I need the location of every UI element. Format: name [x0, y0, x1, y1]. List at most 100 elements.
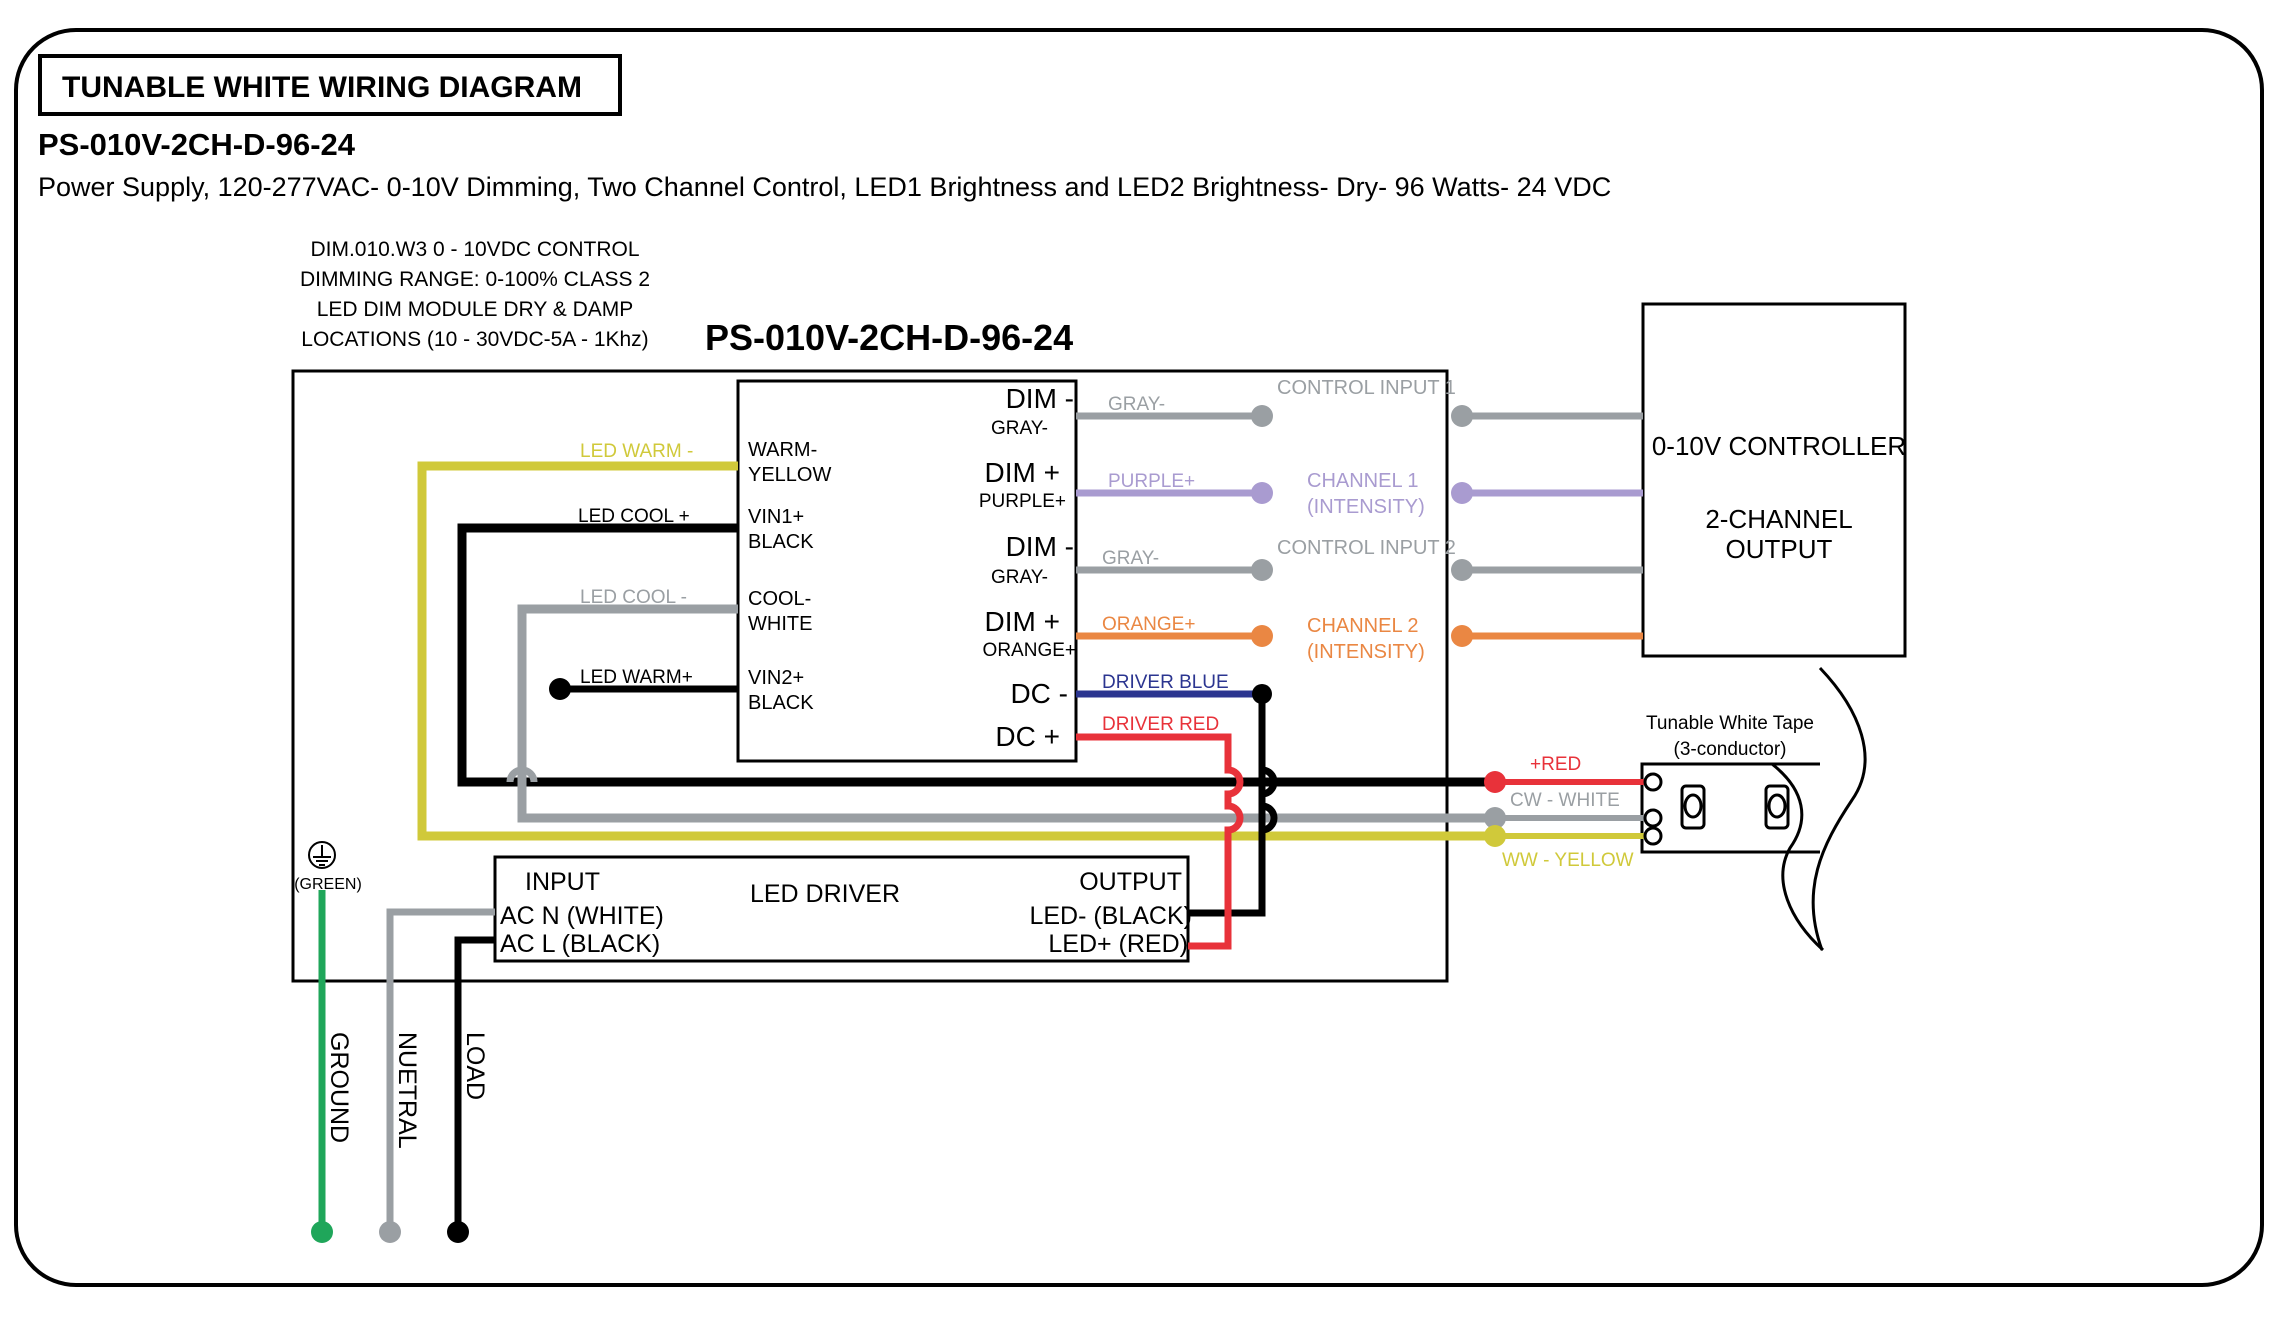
driver-output-title: OUTPUT — [1079, 868, 1182, 896]
terminal-dim2-plus: DIM + — [985, 606, 1060, 637]
led-chip-icon — [1767, 793, 1787, 819]
tape-lead-labels: +RED CW - WHITE WW - YELLOW — [1502, 754, 1634, 871]
terminal-dot — [379, 1221, 401, 1243]
terminal-dot — [1252, 684, 1272, 704]
terminal-dot — [1251, 405, 1273, 427]
terminal-dot — [1451, 482, 1473, 504]
label-channel1-intensity: (INTENSITY) — [1307, 496, 1425, 518]
module-note: DIM.010.W3 0 - 10VDC CONTROL DIMMING RAN… — [300, 238, 650, 351]
terminal-dim1-plus: DIM + — [985, 457, 1060, 488]
label-channel2: CHANNEL 2 — [1307, 615, 1419, 637]
terminal-dot — [1451, 625, 1473, 647]
terminal-dot — [1251, 559, 1273, 581]
controller-title: 0-10V CONTROLLER — [1652, 431, 1906, 461]
driver-input-title: INPUT — [525, 868, 600, 896]
terminal-vin1-color: BLACK — [748, 531, 814, 553]
terminal-dim1-minus-color: GRAY- — [991, 418, 1048, 439]
diagram-title: TUNABLE WHITE WIRING DIAGRAM — [62, 71, 582, 104]
label-tape-red: +RED — [1530, 754, 1581, 775]
driver-input-l: AC L (BLACK) — [500, 930, 660, 958]
controller-output-line1: 2-CHANNEL — [1705, 504, 1852, 534]
wire-black-hops — [1261, 766, 1278, 834]
label-led-cool-plus: LED COOL + — [578, 506, 690, 527]
tape-title: Tunable White Tape — [1646, 713, 1814, 734]
terminal-warm-label: WARM- — [748, 439, 817, 461]
tape-cut-edge-left — [1811, 666, 1867, 951]
label-led-warm-minus: LED WARM - — [580, 441, 693, 462]
driver-output-negative: LED- (BLACK) — [1029, 902, 1192, 930]
enclosure-title: PS-010V-2CH-D-96-24 — [705, 317, 1073, 358]
label-led-cool-minus: LED COOL - — [580, 587, 687, 608]
driver-center-title: LED DRIVER — [750, 880, 900, 908]
terminal-dot — [1484, 771, 1506, 793]
led-chip-icon — [1683, 793, 1703, 819]
terminal-dim1-minus: DIM - — [1006, 383, 1074, 414]
controller-text: 0-10V CONTROLLER 2-CHANNEL OUTPUT — [1652, 431, 1906, 564]
terminal-warm-color: YELLOW — [748, 464, 831, 486]
outer-frame — [14, 28, 2264, 1287]
terminal-dim2-minus: DIM - — [1006, 531, 1074, 562]
control-labels: CONTROL INPUT 1 CHANNEL 1 (INTENSITY) CO… — [1277, 377, 1456, 663]
module-note-line: LED DIM MODULE DRY & DAMP — [317, 298, 634, 321]
terminal-dot — [311, 1221, 333, 1243]
label-ground: GROUND — [325, 1032, 353, 1143]
led-chip-icon — [1680, 784, 1706, 830]
wire-gray-cool — [517, 604, 1495, 823]
terminal-dim1-plus-color: PURPLE+ — [979, 491, 1066, 512]
terminal-dot — [1451, 405, 1473, 427]
label-tape-white: CW - WHITE — [1510, 790, 1620, 811]
terminal-cool-label: COOL- — [748, 588, 811, 610]
tape-pad — [1643, 826, 1663, 846]
tape-body — [1640, 762, 1820, 854]
label-control-input-1: CONTROL INPUT 1 — [1277, 377, 1456, 399]
ground-color-label: (GREEN) — [294, 876, 362, 893]
label-gray2: GRAY- — [1102, 548, 1159, 569]
wire-labels: LED WARM - LED COOL + LED COOL - LED WAR… — [578, 394, 1229, 735]
label-control-input-2: CONTROL INPUT 2 — [1277, 537, 1456, 559]
wire-black-load — [454, 936, 495, 1232]
module-note-line: LOCATIONS (10 - 30VDC-5A - 1Khz) — [301, 328, 648, 351]
terminal-dot — [549, 678, 571, 700]
wire-black-vin1 — [457, 523, 1495, 787]
module-note-line: DIM.010.W3 0 - 10VDC CONTROL — [310, 238, 639, 261]
wire-red-dc-plus — [1076, 733, 1244, 950]
wire-gray-hop — [506, 766, 538, 783]
enclosure-box — [291, 369, 1449, 983]
mains-labels: GROUND NUETRAL LOAD — [325, 1032, 489, 1149]
title-box — [38, 54, 622, 116]
model-description: Power Supply, 120-277VAC- 0-10V Dimming,… — [38, 172, 1611, 202]
terminal-vin2-color: BLACK — [748, 692, 814, 714]
terminal-dot — [1251, 482, 1273, 504]
label-channel1: CHANNEL 1 — [1307, 470, 1419, 492]
wire-yellow-warm — [417, 461, 1495, 841]
label-gray1: GRAY- — [1108, 394, 1165, 415]
terminal-dc-plus: DC + — [995, 721, 1060, 752]
terminal-dot — [1451, 559, 1473, 581]
terminal-dim2-minus-color: GRAY- — [991, 567, 1048, 588]
label-purple: PURPLE+ — [1108, 471, 1195, 492]
tape-pad — [1643, 772, 1663, 792]
ground-symbol-icon — [308, 841, 336, 869]
label-orange: ORANGE+ — [1102, 614, 1195, 635]
terminal-dim2-plus-color: ORANGE+ — [983, 640, 1076, 661]
terminal-vin1-label: VIN1+ — [748, 506, 804, 528]
module-left-terminals: WARM- YELLOW VIN1+ BLACK COOL- WHITE VIN… — [748, 439, 831, 714]
controller-output-line2: OUTPUT — [1726, 534, 1833, 564]
terminal-cool-color: WHITE — [748, 613, 812, 635]
driver-text: INPUT AC N (WHITE) AC L (BLACK) LED DRIV… — [500, 868, 1192, 958]
label-driver-blue: DRIVER BLUE — [1102, 672, 1229, 693]
label-led-warm-plus: LED WARM+ — [580, 667, 693, 688]
terminal-dot — [1484, 807, 1506, 829]
controller-box — [1641, 302, 1907, 658]
tape-cut-edge-right — [1771, 762, 1825, 952]
label-driver-red: DRIVER RED — [1102, 714, 1219, 735]
wire-gray-neutral — [386, 908, 495, 1232]
driver-output-positive: LED+ (RED) — [1048, 930, 1188, 958]
label-load: LOAD — [461, 1032, 489, 1100]
terminal-dot — [447, 1221, 469, 1243]
terminal-vin2-label: VIN2+ — [748, 667, 804, 689]
led-chip-icon — [1764, 784, 1790, 830]
terminal-dot — [1251, 625, 1273, 647]
module-note-line: DIMMING RANGE: 0-100% CLASS 2 — [300, 268, 650, 291]
